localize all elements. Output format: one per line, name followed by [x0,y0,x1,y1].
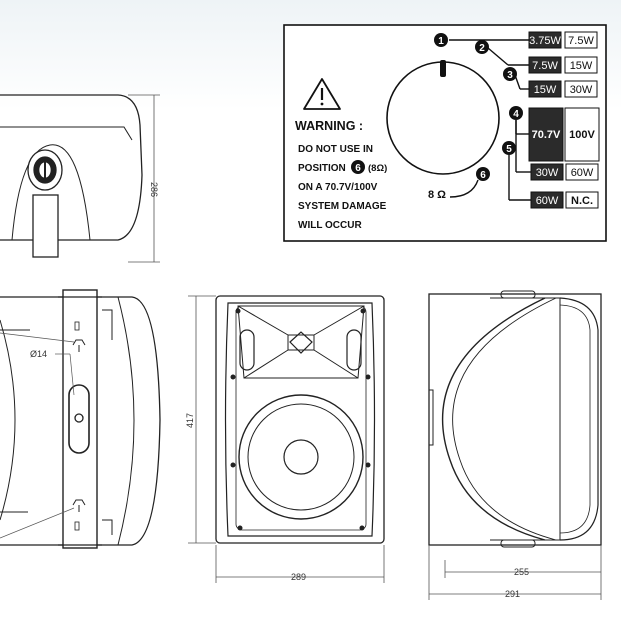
warning-line-5: WILL OCCUR [298,220,362,231]
tap-badge-1: 1 [434,33,448,47]
tap-6-high: N.C. [571,195,593,207]
tap-badge-3-number: 3 [507,70,513,81]
tap-row-6: 60W N.C. [530,191,599,209]
tap-row-1: 3.75W 7.5W [528,31,598,49]
dimension-417 [188,295,216,544]
tap-row-2: 7.5W 15W [528,56,598,74]
tap-1-low: 3.75W [529,35,561,47]
warning-badge-6-number: 6 [355,163,361,174]
tap-leader-lines [449,39,531,201]
dimension-289 [215,545,385,583]
tap-selector-dial [386,60,500,175]
tap-panel: WARNING : DO NOT USE IN POSITION 6 (8Ω) … [283,24,607,242]
tap-row-3: 15W 30W [528,80,598,98]
tap-2-low: 7.5W [532,60,558,72]
front-screws [230,308,371,531]
tap-badge-6-number: 6 [480,170,486,181]
tap-6-low: 60W [536,195,559,207]
tap-badge-4: 4 [509,106,523,120]
dimension-label-417: 417 [185,413,195,428]
tap-3-low: 15W [534,84,557,96]
tap-3-high: 30W [570,84,593,96]
tap-badge-4-number: 4 [513,109,519,120]
dimension-label-291: 291 [505,589,520,599]
tap-5-low: 30W [536,167,559,179]
back-view [0,289,161,549]
dimension-label-289: 289 [291,572,306,582]
tap-row-5: 30W 60W [530,163,599,181]
tap-1-high: 7.5W [568,35,594,47]
tap-5-high: 60W [571,167,594,179]
tap-badge-5-number: 5 [506,144,512,155]
warning-title: WARNING : [295,119,363,133]
warning-triangle-icon [303,78,341,110]
warning-line-4: SYSTEM DAMAGE [298,201,387,212]
tap-badge-2: 2 [475,40,489,54]
tap-2-high: 15W [570,60,593,72]
front-view [215,295,385,544]
tap-4-high: 100V [569,129,595,141]
tap-row-4: 70.7V 100V [528,107,600,162]
tap-badge-3: 3 [503,67,517,81]
tap-4-low: 70.7V [532,129,561,141]
warning-line-1: DO NOT USE IN [298,144,373,155]
tap-badge-2-number: 2 [479,43,485,54]
eight-ohm-label: 8 Ω [428,189,446,201]
tap-badge-6: 6 [476,167,490,181]
dimension-label-255: 255 [514,567,529,577]
dimension-label-286: 286 [149,182,159,197]
warning-badge-6: 6 [351,160,365,174]
leader-lines [0,332,75,539]
warning-line-3: ON A 70.7V/100V [298,182,378,193]
tap-badge-5: 5 [502,141,516,155]
side-view [428,290,602,548]
warning-line-2: POSITION [298,163,346,174]
dimension-286 [128,94,160,263]
tap-badge-1-number: 1 [438,36,444,47]
top-view [0,94,143,258]
dimension-255-291 [428,545,602,600]
diameter-label: Ø14 [30,349,47,359]
warning-line-ohm: (8Ω) [368,163,387,174]
